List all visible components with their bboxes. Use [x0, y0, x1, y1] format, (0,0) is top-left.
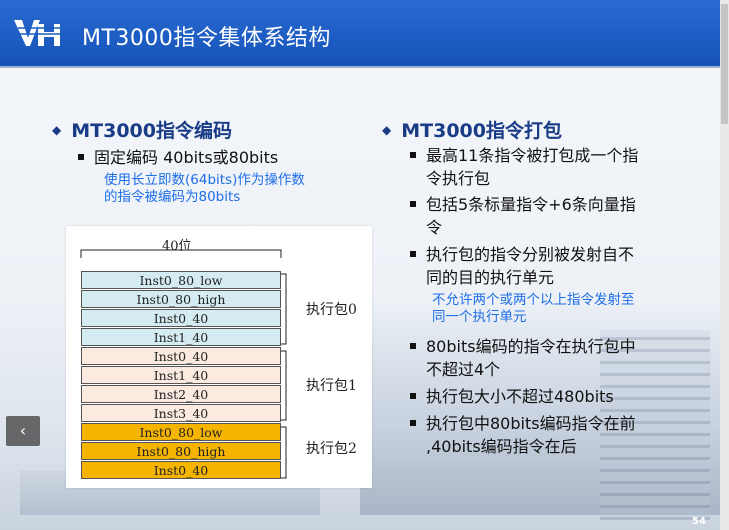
right-bullet: 执行包大小不超过480bits	[410, 385, 614, 408]
diamond-bullet-icon: ◆	[52, 123, 62, 137]
page-number: 54	[692, 516, 706, 527]
title-bar: MT3000指令集体系结构	[0, 0, 729, 68]
bullet-line: 不超过4个	[426, 360, 501, 379]
logo-icon	[14, 20, 62, 46]
previous-slide-button[interactable]: ‹	[6, 416, 40, 446]
bullet-line: 最高11条指令被打包成一个指	[426, 146, 639, 165]
packet-label: 执行包1	[306, 378, 357, 394]
square-bullet-icon	[410, 201, 416, 207]
square-bullet-icon	[410, 152, 416, 158]
width-bracket-icon	[80, 249, 287, 479]
scrollbar[interactable]	[720, 0, 729, 530]
instruction-cell: Inst0_80_high	[81, 442, 281, 460]
square-bullet-icon	[410, 393, 416, 399]
scrollbar-thumb[interactable]	[721, 4, 728, 124]
right-heading: ◆ MT3000指令打包	[382, 116, 562, 143]
right-bullet: 执行包的指令分别被发射自不 同的目的执行单元	[410, 243, 634, 289]
square-bullet-icon	[410, 420, 416, 426]
square-bullet-icon	[410, 251, 416, 257]
left-heading: ◆ MT3000指令编码	[52, 116, 232, 143]
instruction-cell: Inst0_40	[81, 347, 281, 365]
instruction-encoding-diagram: 40位 Inst0_80_low Inst0_80_high Inst0_40 …	[66, 226, 372, 488]
instruction-cell: Inst0_80_low	[81, 271, 281, 289]
right-bullet: 最高11条指令被打包成一个指 令执行包	[410, 144, 638, 190]
right-note-line: 同一个执行单元	[432, 309, 527, 325]
bullet-line: 令执行包	[426, 169, 491, 188]
left-bullet: 固定编码 40bits或80bits	[78, 146, 278, 169]
instruction-cell: Inst3_40	[81, 404, 281, 422]
bullet-line: 80bits编码的指令在执行包中	[426, 337, 636, 356]
right-heading-text: MT3000指令打包	[401, 120, 562, 142]
right-note-line: 不允许两个或两个以上指令发射至	[432, 292, 635, 308]
packet-label: 执行包0	[306, 302, 357, 318]
left-note: 使用长立即数(64bits)作为操作数 的指令被编码为80bits	[104, 172, 305, 206]
instruction-cell: Inst1_40	[81, 366, 281, 384]
square-bullet-icon	[78, 154, 84, 160]
left-bullet-text: 固定编码 40bits或80bits	[94, 148, 279, 167]
left-heading-text: MT3000指令编码	[71, 120, 232, 142]
bullet-line: 令	[426, 218, 443, 237]
left-note-line: 的指令被编码为80bits	[104, 189, 241, 205]
right-bullet: 包括5条标量指令+6条向量指 令	[410, 193, 636, 239]
right-bullet: 执行包中80bits编码指令在前 ,40bits编码指令在后	[410, 412, 636, 458]
instruction-cell: Inst0_80_low	[81, 423, 281, 441]
instruction-cell: Inst0_80_high	[81, 290, 281, 308]
chevron-left-icon: ‹	[19, 421, 27, 440]
bullet-line: 执行包的指令分别被发射自不	[426, 245, 635, 264]
slide-title: MT3000指令集体系结构	[82, 26, 331, 51]
packet-label: 执行包2	[306, 441, 357, 457]
instruction-cell: Inst0_40	[81, 309, 281, 327]
diamond-bullet-icon: ◆	[382, 123, 392, 137]
right-note: 不允许两个或两个以上指令发射至 同一个执行单元	[432, 292, 635, 326]
right-bullet: 80bits编码的指令在执行包中 不超过4个	[410, 335, 636, 381]
instruction-cell: Inst0_40	[81, 461, 281, 479]
instruction-cell: Inst1_40	[81, 328, 281, 346]
instruction-cell: Inst2_40	[81, 385, 281, 403]
background-building	[360, 300, 729, 515]
bullet-line: 执行包大小不超过480bits	[426, 387, 614, 406]
background-building-windows	[600, 330, 710, 520]
bullet-line: 执行包中80bits编码指令在前	[426, 414, 636, 433]
square-bullet-icon	[410, 343, 416, 349]
bullet-line: 同的目的执行单元	[426, 268, 555, 287]
bullet-line: ,40bits编码指令在后	[426, 437, 577, 456]
left-note-line: 使用长立即数(64bits)作为操作数	[104, 172, 305, 188]
bullet-line: 包括5条标量指令+6条向量指	[426, 195, 636, 214]
